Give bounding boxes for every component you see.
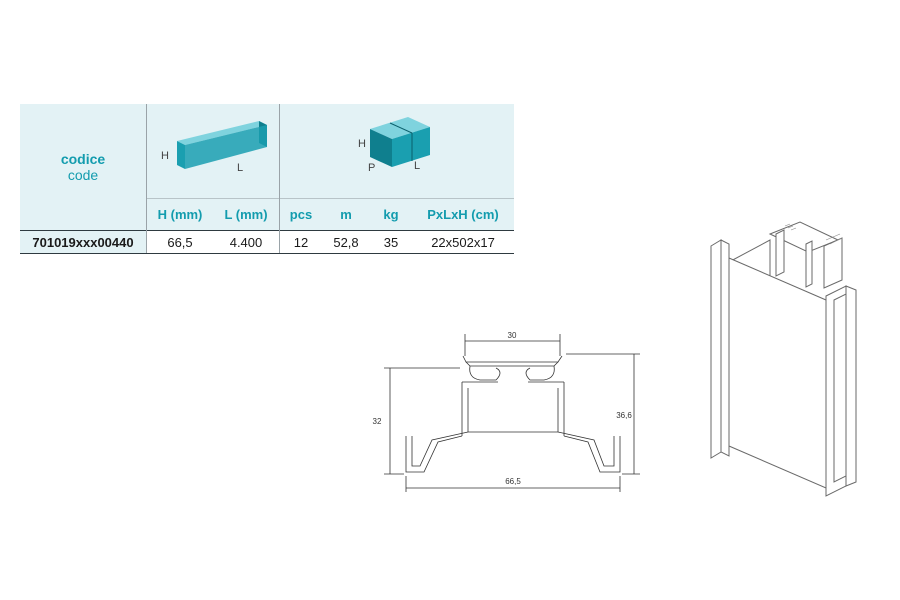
package-icon-cell: H P L [279,104,514,199]
row-pxlxh: 22x502x17 [412,230,514,254]
col-pxlxh: PxLxH (cm) [412,197,514,231]
package-box-icon: H P L [358,117,430,174]
dim-left: 32 [373,417,382,426]
code-label: codice [60,151,106,167]
dim-right: 36,6 [616,411,632,420]
col-l-mm: L (mm) [213,197,280,231]
col-kg: kg [370,197,412,231]
row-pcs: 12 [279,230,322,254]
col-pcs: pcs [279,197,322,231]
package-label-h: H [358,138,366,150]
row-l-mm: 4.400 [213,230,280,254]
spec-table: codice code H L H P L [20,104,514,254]
profile-icon-cell: H L [146,104,280,199]
dim-top: 30 [508,331,517,340]
profile-label-h: H [161,150,169,162]
table-row: 701019xxx00440 66,5 4.400 12 52,8 35 22x… [20,230,514,254]
row-h-mm: 66,5 [146,230,213,254]
row-code: 701019xxx00440 [20,230,147,254]
profile-label-l: L [237,162,243,174]
row-m: 52,8 [322,230,370,254]
code-label-en: code [67,167,99,183]
dim-bottom: 66,5 [505,477,521,486]
package-label-l: L [414,160,420,172]
col-m: m [322,197,370,231]
col-h-mm: H (mm) [146,197,213,231]
code-header: codice code [20,104,147,231]
row-kg: 35 [370,230,412,254]
profile-bar-icon: H L [161,121,267,174]
package-label-p: P [368,162,375,174]
